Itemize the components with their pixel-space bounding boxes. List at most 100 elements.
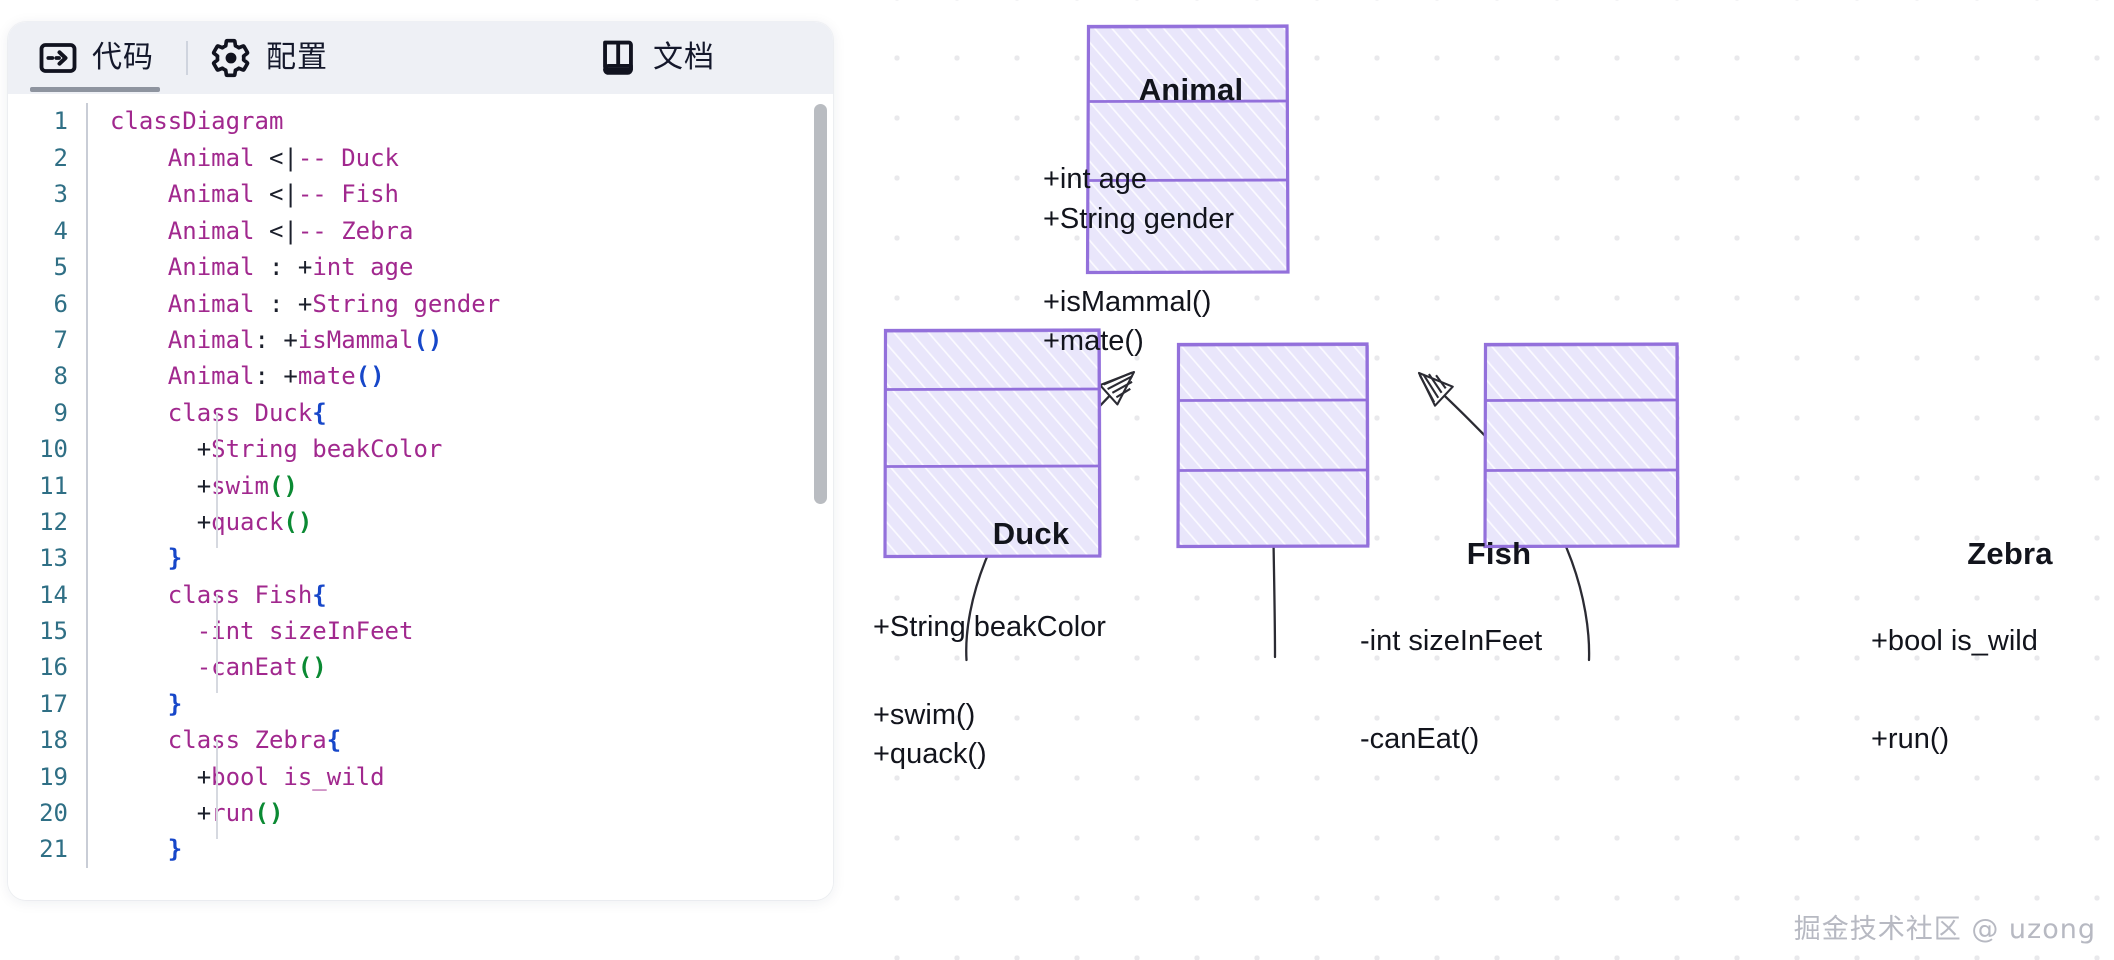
code-line: 21 } xyxy=(8,831,833,868)
indent-guide xyxy=(216,739,218,839)
vertical-scrollbar[interactable] xyxy=(814,104,827,504)
code-line: 18 class Zebra{ xyxy=(8,722,833,759)
code-line-text: +run() xyxy=(88,795,284,831)
gutter-divider xyxy=(86,722,88,759)
code-line: 7 Animal: +isMammal() xyxy=(8,321,833,359)
class-box-shells xyxy=(883,24,1680,559)
box-shell-duck xyxy=(883,328,1102,559)
code-line-text: -canEat() xyxy=(88,649,327,685)
class-box-fish[interactable]: Fish -int sizeInFeet -canEat() xyxy=(1342,515,1656,771)
code-token: -canEat xyxy=(110,653,298,682)
line-number: 6 xyxy=(53,289,68,318)
class-duck-method-0: +swim() xyxy=(873,698,976,731)
code-token: () xyxy=(355,362,385,391)
code-line-text: +swim() xyxy=(88,468,298,504)
class-fish-attributes: -int sizeInFeet xyxy=(1342,593,1656,690)
code-line-text: +quack() xyxy=(88,504,313,540)
code-token: Animal xyxy=(110,289,269,318)
class-animal-attributes: +int age +String gender xyxy=(1025,142,1357,257)
gutter-divider xyxy=(86,467,88,504)
code-token: Animal xyxy=(110,325,255,354)
code-token: { xyxy=(312,398,327,427)
indent-guide xyxy=(216,412,218,548)
code-token: : + xyxy=(254,362,298,391)
code-token: () xyxy=(413,325,443,354)
class-duck-header: Duck xyxy=(855,492,1207,575)
tab-docs[interactable]: 文档 xyxy=(589,22,833,94)
code-line-text: Animal <|-- Duck xyxy=(88,140,399,176)
gutter-divider xyxy=(86,249,88,286)
code-line: 3 Animal <|-- Fish xyxy=(8,176,833,213)
line-number: 10 xyxy=(39,435,68,464)
class-duck-method-1: +quack() xyxy=(873,738,987,770)
arrowhead-zebra xyxy=(1417,371,1454,407)
code-token: -- Zebra xyxy=(297,216,414,245)
code-line: 17 } xyxy=(8,685,833,723)
code-token: Animal xyxy=(110,216,269,245)
class-box-zebra[interactable]: Zebra +bool is_wild +run() xyxy=(1853,515,2114,771)
gutter-divider xyxy=(86,176,88,213)
gutter-divider xyxy=(86,685,88,723)
line-number: 16 xyxy=(39,653,68,682)
gutter-divider xyxy=(86,576,88,614)
class-zebra-name: Zebra xyxy=(1967,536,2053,571)
code-line: 1 classDiagram xyxy=(8,94,833,140)
line-number: 11 xyxy=(39,471,68,500)
code-token: } xyxy=(167,544,183,573)
code-line: 20 +run() xyxy=(8,795,833,832)
code-line: 10 +String beakColor xyxy=(8,431,833,468)
box-shell-zebra xyxy=(1483,342,1680,549)
gutter-divider xyxy=(86,649,88,686)
line-number: 14 xyxy=(39,580,68,609)
gutter-divider xyxy=(86,431,88,468)
line-number: 1 xyxy=(53,107,68,135)
tab-code[interactable]: 代码 xyxy=(30,22,180,94)
code-token: swim xyxy=(211,471,269,500)
watermark: 掘金技术社区 @ uzong xyxy=(1793,914,2096,945)
tab-divider xyxy=(186,41,188,75)
code-token: <| xyxy=(268,144,298,172)
line-number: 20 xyxy=(39,799,68,828)
code-line: 4 Animal <|-- Zebra xyxy=(8,212,833,250)
code-line: 2 Animal <|-- Duck xyxy=(8,140,833,177)
line-number: 2 xyxy=(53,144,68,172)
code-token: int age xyxy=(312,253,414,282)
code-token: mate xyxy=(297,362,356,391)
code-line: 6 Animal : +String gender xyxy=(8,285,833,322)
code-line-text: Animal: +mate() xyxy=(88,358,385,394)
code-line-text: classDiagram xyxy=(88,103,283,139)
class-zebra-attributes: +bool is_wild xyxy=(1853,593,2114,690)
book-icon xyxy=(597,37,639,79)
code-line-text: } xyxy=(88,831,182,867)
code-token: classDiagram xyxy=(110,107,284,135)
class-fish-name: Fish xyxy=(1466,536,1532,571)
class-animal-method-1: +mate() xyxy=(1043,325,1144,357)
gutter-divider xyxy=(86,795,88,832)
code-line-text: class Fish{ xyxy=(88,577,327,613)
class-zebra-method-0: +run() xyxy=(1871,723,1950,756)
code-token: class Fish xyxy=(110,580,313,609)
code-token xyxy=(110,544,168,572)
line-number: 5 xyxy=(53,253,68,282)
code-line-text: Animal : +String gender xyxy=(88,286,500,322)
gutter-divider xyxy=(86,540,88,577)
code-terminal-icon xyxy=(38,38,78,78)
diagram-canvas[interactable]: Animal +int age +String gender +isMammal… xyxy=(845,0,2114,960)
code-token: } xyxy=(167,835,183,864)
class-animal-method-0: +isMammal() xyxy=(1043,285,1212,318)
tab-config[interactable]: 配置 xyxy=(202,22,354,94)
code-token: { xyxy=(312,580,327,609)
editor-tab-bar: 代码 配置 xyxy=(8,22,833,94)
class-box-duck[interactable]: Duck +String beakColor +swim() +quack() xyxy=(855,492,1207,774)
class-animal-methods: +isMammal() +mate() xyxy=(1025,257,1357,387)
class-fish-attr-0: -int sizeInFeet xyxy=(1360,624,1543,657)
code-token: -- Fish xyxy=(297,180,400,209)
class-box-animal[interactable]: Animal +int age +String gender +isMammal… xyxy=(1025,38,1357,357)
line-number: 12 xyxy=(39,507,68,536)
code-token: : + xyxy=(268,289,313,318)
line-number: 7 xyxy=(53,325,68,354)
class-duck-attributes: +String beakColor xyxy=(855,575,1207,680)
class-duck-attr-0: +String beakColor xyxy=(873,610,1106,643)
code-line: 8 Animal: +mate() xyxy=(8,358,833,395)
